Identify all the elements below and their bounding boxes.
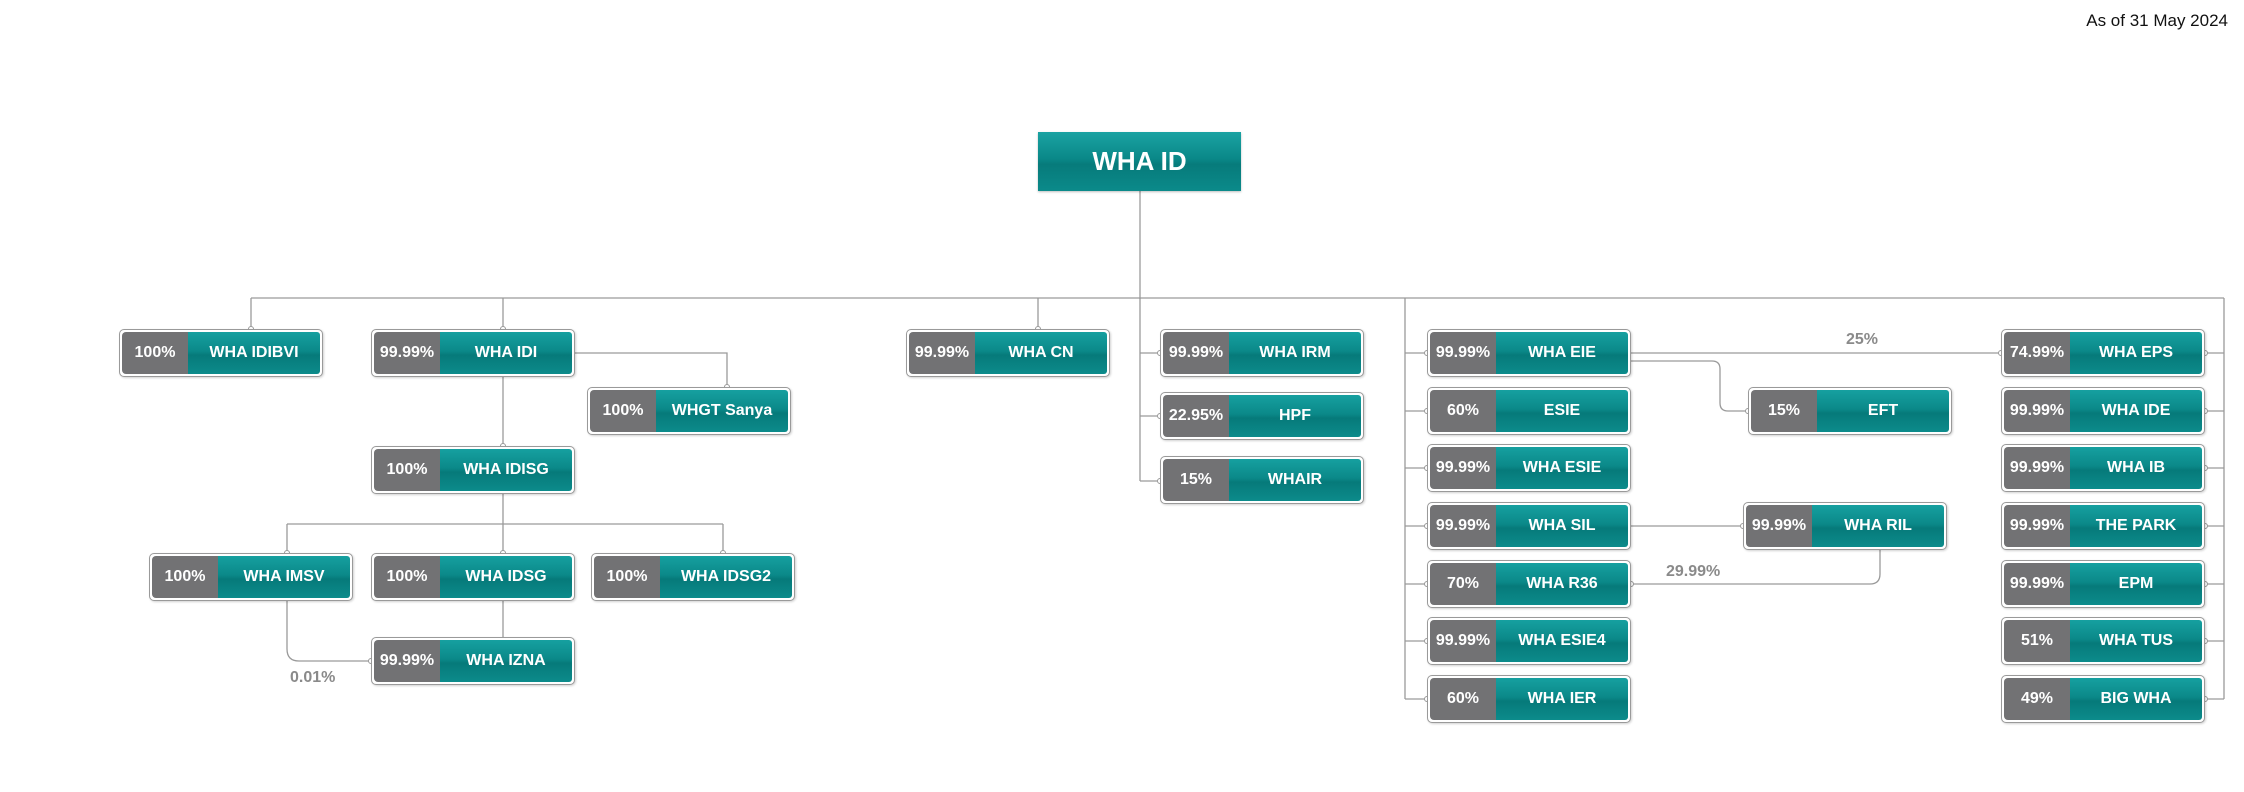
entity-wgsanya: 100%WHGT Sanya — [587, 387, 791, 435]
ownership-percent: 100% — [152, 556, 218, 598]
ownership-percent: 99.99% — [1430, 332, 1496, 374]
entity-whair: 15%WHAIR — [1160, 456, 1364, 504]
entity-name: WHA ESIE4 — [1496, 620, 1628, 662]
entity-name: HPF — [1229, 395, 1361, 437]
entity-name: WHA RIL — [1812, 505, 1944, 547]
edge-label-imsv-izna: 0.01% — [290, 669, 336, 686]
entity-r36: 70%WHA R36 — [1427, 560, 1631, 608]
ownership-percent: 100% — [374, 449, 440, 491]
ownership-percent: 100% — [590, 390, 656, 432]
edge-label-ril-r36: 29.99% — [1666, 563, 1721, 580]
entity-eps: 74.99%WHA EPS — [2001, 329, 2205, 377]
entity-esie4: 99.99%WHA ESIE4 — [1427, 617, 1631, 665]
entity-name: WHA IB — [2070, 447, 2202, 489]
entity-name: WHA IDE — [2070, 390, 2202, 432]
edge-label-eie-eps: 25% — [1846, 331, 1879, 348]
connector-imsv-izna — [286, 601, 371, 662]
entity-name: WHA IDISG — [440, 449, 572, 491]
entity-idi: 99.99%WHA IDI — [371, 329, 575, 377]
entity-name: WHA IMSV — [218, 556, 350, 598]
entity-name: WHAIR — [1229, 459, 1361, 501]
entity-idisg: 100%WHA IDISG — [371, 446, 575, 494]
entity-idsg2: 100%WHA IDSG2 — [591, 553, 795, 601]
ownership-percent: 15% — [1163, 459, 1229, 501]
entity-esie-plain: 60%ESIE — [1427, 387, 1631, 435]
ownership-percent: 51% — [2004, 620, 2070, 662]
entity-name: ESIE — [1496, 390, 1628, 432]
entity-epm: 99.99%EPM — [2001, 560, 2205, 608]
entity-ide: 99.99%WHA IDE — [2001, 387, 2205, 435]
entity-name: BIG WHA — [2070, 678, 2202, 720]
entity-name: WHA CN — [975, 332, 1107, 374]
connector-idisg-children — [286, 494, 724, 553]
entity-name: WHA IDSG2 — [660, 556, 792, 598]
entity-idibvi: 100%WHA IDIBVI — [119, 329, 323, 377]
connector-ril-r36 — [1631, 550, 1881, 585]
entity-big: 49%BIG WHA — [2001, 675, 2205, 723]
ownership-percent: 15% — [1751, 390, 1817, 432]
ownership-percent: 99.99% — [1430, 620, 1496, 662]
entity-name: WHA IDIBVI — [188, 332, 320, 374]
ownership-percent: 99.99% — [1430, 505, 1496, 547]
connector-eie-eft — [1631, 360, 1748, 412]
ownership-percent: 60% — [1430, 390, 1496, 432]
ownership-percent: 99.99% — [374, 332, 440, 374]
entity-name: WHA ESIE — [1496, 447, 1628, 489]
as-of-date: As of 31 May 2024 — [2086, 11, 2228, 30]
entity-hpf: 22.95%HPF — [1160, 392, 1364, 440]
entity-irm: 99.99%WHA IRM — [1160, 329, 1364, 377]
entity-name: WHA IER — [1496, 678, 1628, 720]
entity-name: THE PARK — [2070, 505, 2202, 547]
ownership-percent: 99.99% — [2004, 447, 2070, 489]
ownership-percent: 70% — [1430, 563, 1496, 605]
ownership-percent: 99.99% — [1746, 505, 1812, 547]
entity-ib: 99.99%WHA IB — [2001, 444, 2205, 492]
root-node-wha-id: WHA ID — [1038, 132, 1241, 191]
ownership-percent: 99.99% — [2004, 505, 2070, 547]
entity-idsg: 100%WHA IDSG — [371, 553, 575, 601]
entity-eft: 15%EFT — [1748, 387, 1952, 435]
entity-izna: 99.99%WHA IZNA — [371, 637, 575, 685]
ownership-percent: 100% — [374, 556, 440, 598]
entity-esie: 99.99%WHA ESIE — [1427, 444, 1631, 492]
entity-tus: 51%WHA TUS — [2001, 617, 2205, 665]
ownership-percent: 99.99% — [2004, 563, 2070, 605]
entity-park: 99.99%THE PARK — [2001, 502, 2205, 550]
ownership-percent: 99.99% — [909, 332, 975, 374]
ownership-percent: 49% — [2004, 678, 2070, 720]
entity-sil: 99.99%WHA SIL — [1427, 502, 1631, 550]
ownership-percent: 22.95% — [1163, 395, 1229, 437]
entity-name: WHA EPS — [2070, 332, 2202, 374]
entity-name: WHA IDI — [440, 332, 572, 374]
entity-cn: 99.99%WHA CN — [906, 329, 1110, 377]
ownership-percent: 100% — [594, 556, 660, 598]
entity-name: WHA SIL — [1496, 505, 1628, 547]
ownership-percent: 99.99% — [1430, 447, 1496, 489]
ownership-percent: 99.99% — [2004, 390, 2070, 432]
entity-name: WHGT Sanya — [656, 390, 788, 432]
entity-eie: 99.99%WHA EIE — [1427, 329, 1631, 377]
ownership-percent: 100% — [122, 332, 188, 374]
entity-name: WHA TUS — [2070, 620, 2202, 662]
entity-imsv: 100%WHA IMSV — [149, 553, 353, 601]
entity-name: WHA EIE — [1496, 332, 1628, 374]
entity-name: EPM — [2070, 563, 2202, 605]
ownership-percent: 99.99% — [1163, 332, 1229, 374]
ownership-percent: 74.99% — [2004, 332, 2070, 374]
entity-name: EFT — [1817, 390, 1949, 432]
entity-name: WHA IDSG — [440, 556, 572, 598]
entity-name: WHA R36 — [1496, 563, 1628, 605]
entity-name: WHA IZNA — [440, 640, 572, 682]
entity-ril: 99.99%WHA RIL — [1743, 502, 1947, 550]
entity-name: WHA IRM — [1229, 332, 1361, 374]
connector-wgsanya — [575, 352, 728, 387]
ownership-percent: 99.99% — [374, 640, 440, 682]
entity-ier: 60%WHA IER — [1427, 675, 1631, 723]
ownership-percent: 60% — [1430, 678, 1496, 720]
